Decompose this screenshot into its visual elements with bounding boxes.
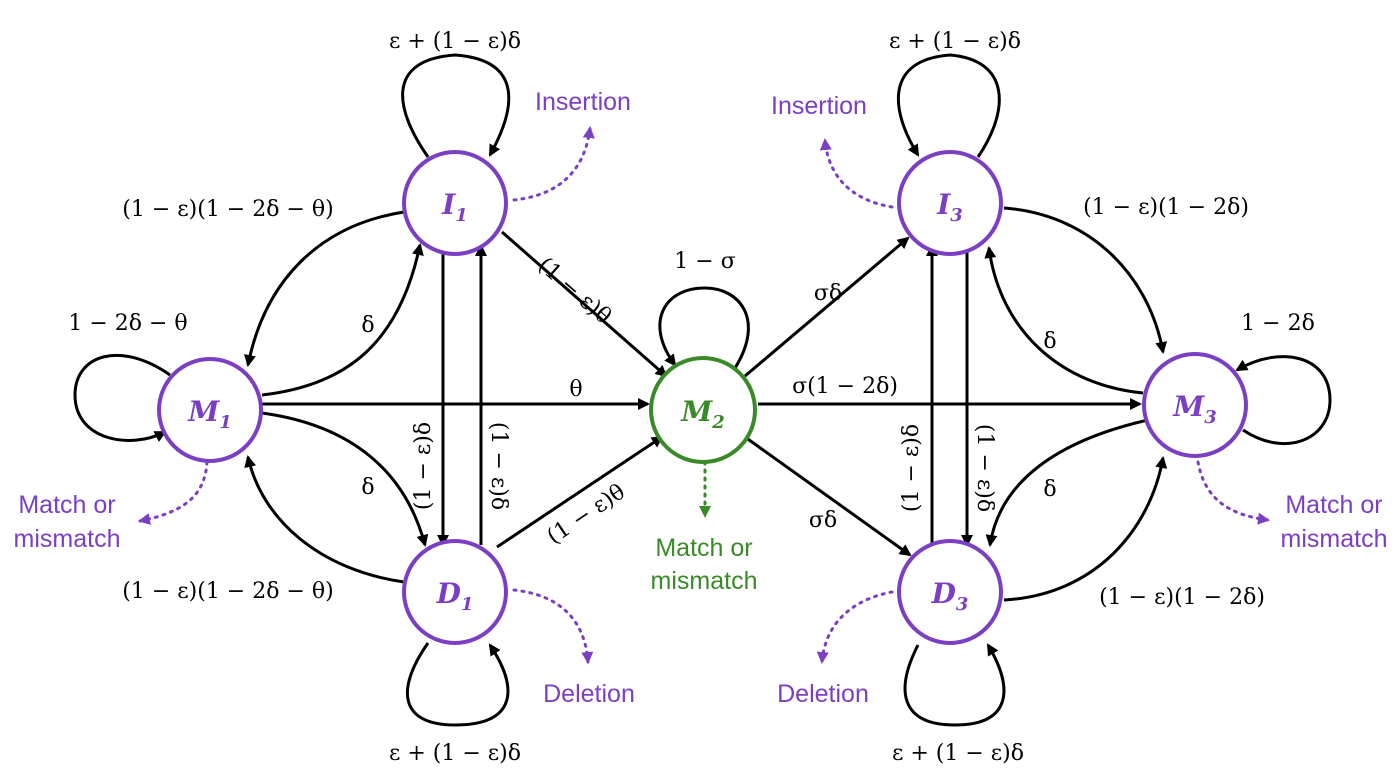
edge-m2-to-i3 (744, 236, 910, 378)
label-d1-to-i1: (1 − ε)δ (486, 422, 511, 510)
node-i3-letter: I (936, 188, 951, 221)
node-d3-sub: 3 (956, 594, 969, 615)
edge-m2-to-d3 (744, 435, 912, 557)
emission-notes: Insertion Insertion Deletion Deletion Ma… (14, 88, 1388, 708)
node-m3-sub: 3 (1204, 407, 1217, 428)
edge-d3-to-m3 (1003, 456, 1168, 602)
label-d3-to-i3: (1 − ε)δ (972, 424, 997, 512)
node-m2-letter: M (680, 395, 713, 428)
svg-text:M3: M3 (1172, 390, 1217, 428)
edge-m1-self (73, 353, 171, 442)
label-m1-to-d1: δ (361, 475, 374, 500)
label-m3-to-d3: δ (1043, 477, 1056, 502)
edge-i3-self (897, 53, 1001, 158)
node-d3-letter: D (931, 577, 957, 610)
label-m2-to-i3: σδ (814, 281, 842, 306)
deletion-arrow-left (512, 588, 594, 664)
edge-m3-to-i3 (984, 246, 1144, 395)
label-m2-to-d3: σδ (809, 508, 837, 533)
match-arrow-m3 (1196, 460, 1270, 525)
insertion-arrow-right (819, 138, 894, 209)
edge-i1-to-m2 (501, 230, 668, 378)
match-note-m1-line2: mismatch (14, 525, 121, 553)
label-m3-self: 1 − 2δ (1241, 311, 1315, 336)
label-i1-self: ε + (1 − ε)δ (389, 29, 521, 54)
deletion-note-left: Deletion (543, 680, 635, 708)
label-i3-to-d3: (1 − ε)δ (899, 424, 924, 512)
node-i3: I3 (897, 150, 1003, 256)
node-m3: M3 (1142, 352, 1248, 458)
node-m1-letter: M (187, 395, 220, 428)
nodes: I1 M1 D1 M2 I3 (157, 150, 1248, 645)
edge-m1-to-d1 (261, 411, 429, 547)
deletion-arrow-right (816, 590, 894, 664)
edge-i1-to-m1 (244, 210, 405, 367)
insertion-note-left: Insertion (535, 88, 631, 116)
edge-d3-self (903, 643, 1006, 727)
label-m1-self: 1 − 2δ − θ (68, 311, 187, 336)
node-i1-letter: I (441, 188, 456, 221)
node-m2-sub: 2 (711, 412, 725, 433)
edge-m2-self (658, 286, 750, 369)
node-i3-sub: 3 (950, 205, 963, 226)
label-d1-self: ε + (1 − ε)δ (389, 741, 521, 766)
edge-m3-to-d3 (985, 418, 1149, 547)
label-d3-self: ε + (1 − ε)δ (892, 741, 1024, 766)
match-note-m2-line2: mismatch (651, 567, 758, 595)
edge-d1-to-m2 (496, 435, 664, 549)
edges (73, 53, 1332, 727)
label-i3-to-m3: (1 − ε)(1 − 2δ) (1083, 195, 1249, 220)
edge-i1-self (401, 53, 511, 158)
node-d1-sub: 1 (461, 594, 474, 615)
edge-m3-self (1235, 355, 1332, 446)
label-d3-to-m3: (1 − ε)(1 − 2δ) (1099, 585, 1265, 610)
edge-m1-to-i1 (261, 243, 424, 397)
transition-labels: ε + (1 − ε)δ (1 − ε)(1 − 2δ − θ) 1 − 2δ … (68, 29, 1315, 766)
svg-text:D1: D1 (436, 577, 474, 615)
match-note-m1-line1: Match or (18, 491, 115, 519)
match-arrow-m1 (138, 460, 209, 525)
insertion-note-right: Insertion (771, 92, 867, 120)
edge-d1-to-m1 (244, 455, 405, 584)
edge-i3-to-m3 (1003, 206, 1168, 354)
label-m1-to-i1: δ (361, 313, 374, 338)
label-m3-to-i3: δ (1043, 329, 1056, 354)
label-i1-to-m2: (1 − ε)θ (533, 253, 616, 330)
emission-arrows (138, 126, 1270, 664)
label-d1-to-m2: (1 − ε)θ (543, 480, 630, 550)
deletion-note-right: Deletion (777, 680, 869, 708)
label-i3-self: ε + (1 − ε)δ (889, 29, 1021, 54)
label-d1-to-m1: (1 − ε)(1 − 2δ − θ) (122, 579, 333, 604)
svg-text:M1: M1 (187, 395, 232, 433)
label-m1-to-m2: θ (569, 377, 582, 402)
label-i1-to-m1: (1 − ε)(1 − 2δ − θ) (122, 197, 333, 222)
edge-d1-self (405, 642, 510, 727)
svg-text:M2: M2 (680, 395, 725, 433)
label-m2-to-m3: σ(1 − 2δ) (792, 374, 898, 399)
node-d1-letter: D (436, 577, 462, 610)
node-i1-sub: 1 (455, 205, 468, 226)
label-m2-self: 1 − σ (674, 249, 735, 274)
node-m1-sub: 1 (219, 412, 232, 433)
match-note-m3-line1: Match or (1285, 491, 1382, 519)
node-m3-letter: M (1172, 390, 1205, 423)
svg-text:I1: I1 (441, 188, 468, 226)
svg-text:D3: D3 (931, 577, 969, 615)
node-i1: I1 (402, 150, 508, 256)
match-note-m2-line1: Match or (655, 534, 752, 562)
node-d1: D1 (402, 539, 508, 645)
match-note-m3-line2: mismatch (1281, 525, 1388, 553)
node-m2: M2 (649, 356, 757, 464)
node-m1: M1 (157, 357, 263, 463)
insertion-arrow-left (512, 126, 595, 202)
node-d3: D3 (897, 539, 1003, 645)
label-i1-to-d1: (1 − ε)δ (411, 422, 436, 510)
svg-text:I3: I3 (936, 188, 963, 226)
